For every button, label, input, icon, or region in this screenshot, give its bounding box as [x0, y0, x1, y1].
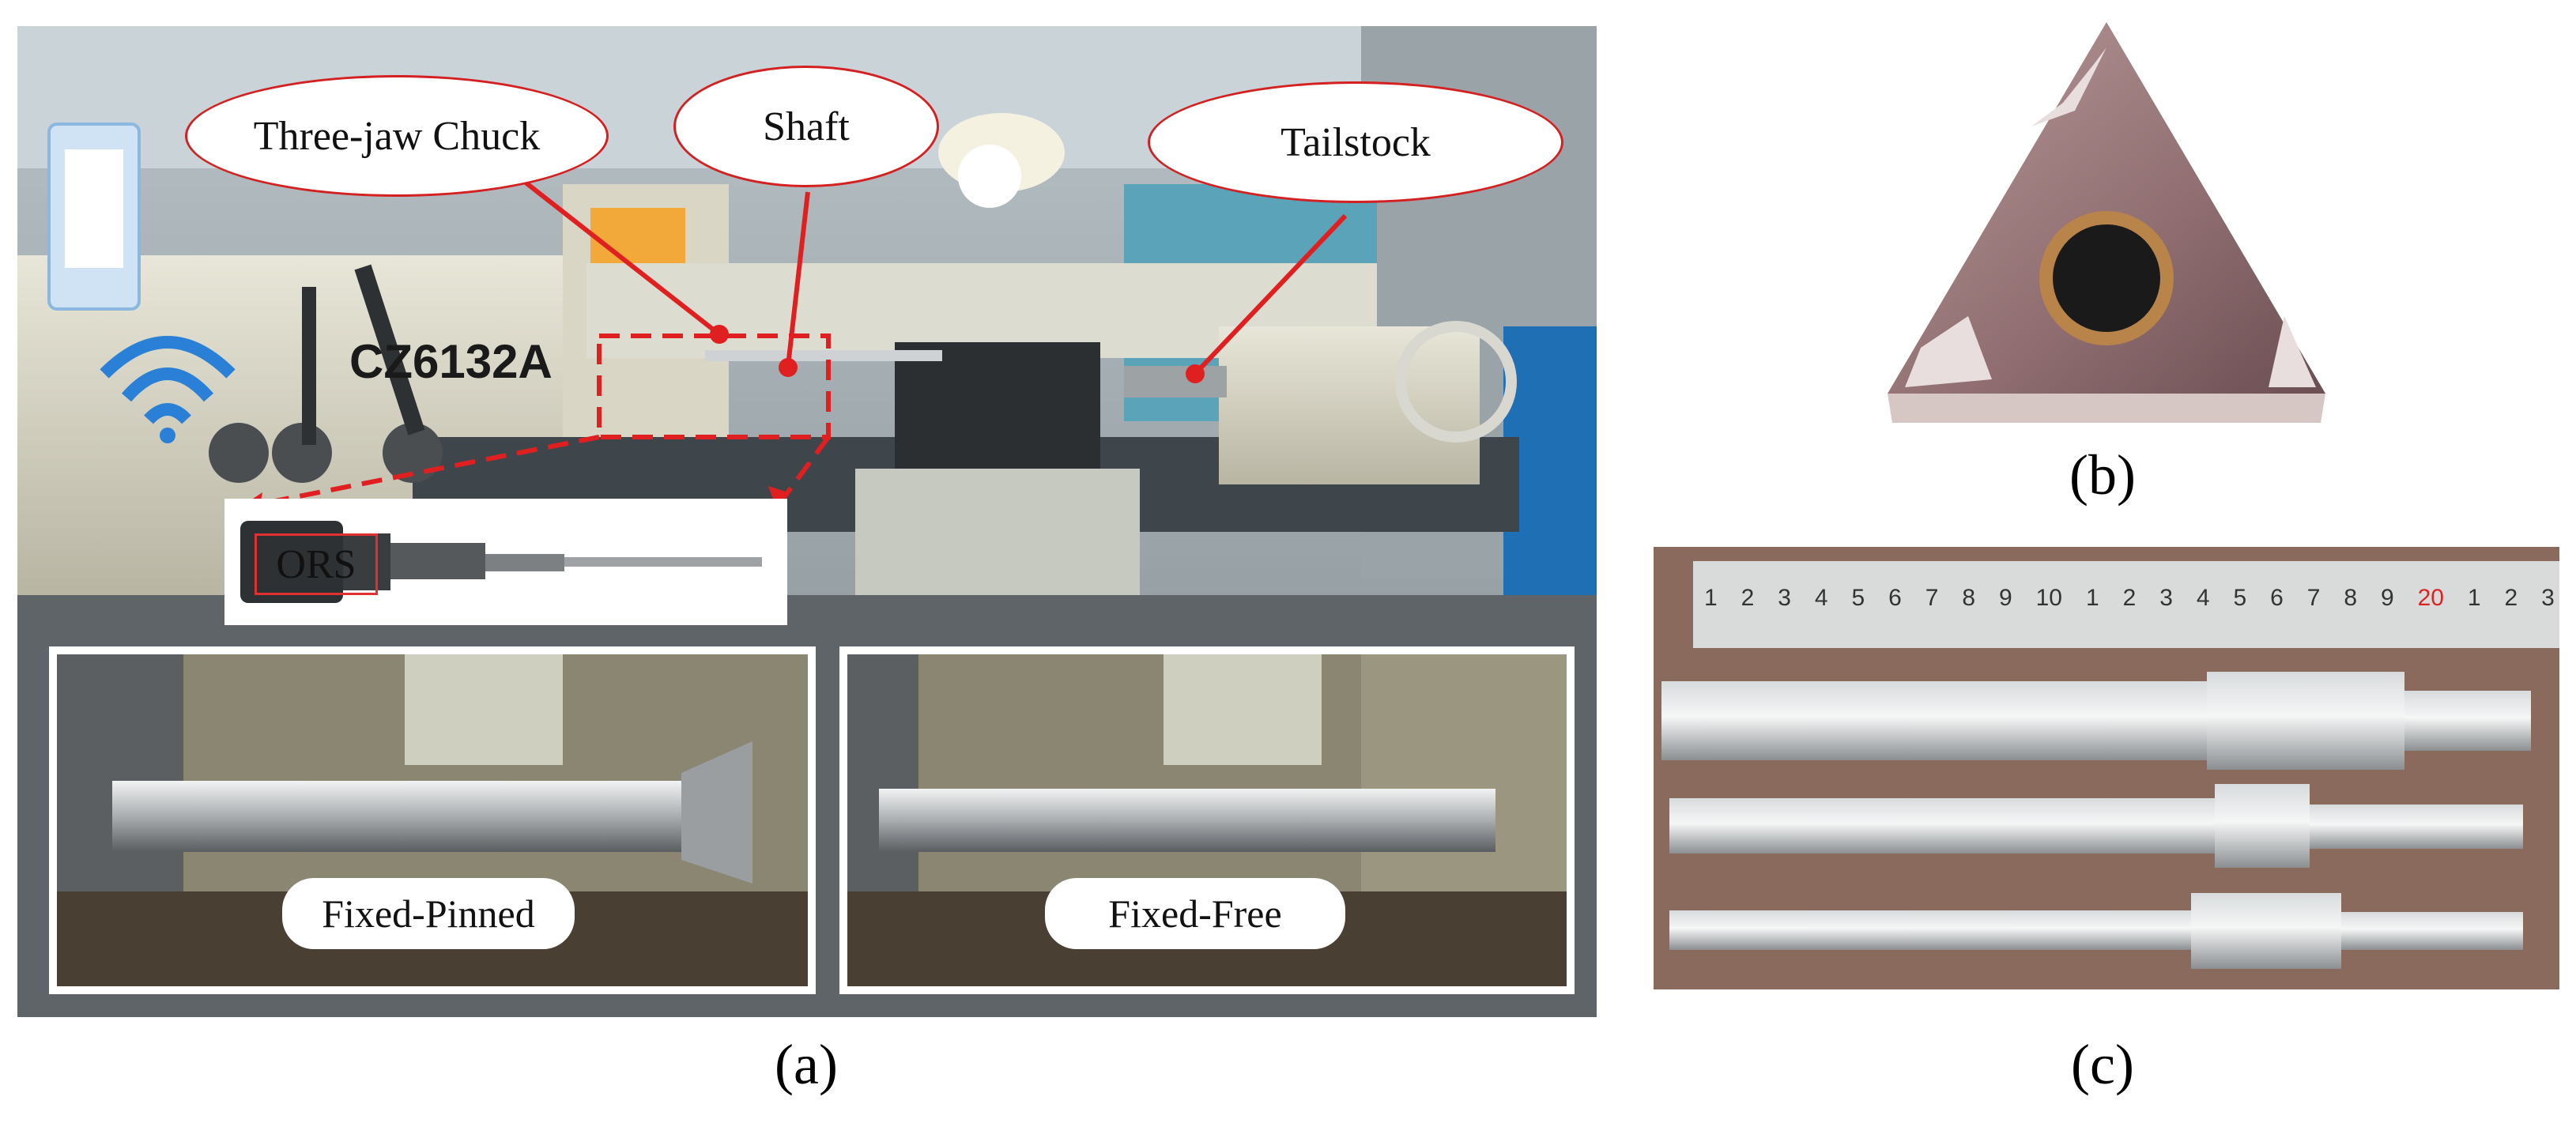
- ruler-number: 10: [2035, 585, 2062, 611]
- ruler-number: 8: [1962, 585, 1976, 611]
- ruler-number: 2: [2122, 585, 2137, 611]
- caption-c: (c): [2071, 1033, 2134, 1096]
- shaft-specimens-photo: 1 2 3 4 5 6 7 8 9 10 1 2 3 4 5 6 7 8 9 2…: [1654, 547, 2559, 989]
- callout-three-jaw-chuck: Three-jaw Chuck: [185, 75, 609, 197]
- ruler-number: 3: [1778, 585, 1791, 611]
- ruler-scale: 1 2 3 4 5 6 7 8 9 10 1 2 3 4 5 6 7 8 9 2…: [1704, 585, 2555, 612]
- triangular-insert: [1888, 22, 2325, 423]
- ruler-number: 4: [1814, 585, 1828, 611]
- shafts-scene: [1654, 547, 2559, 989]
- ruler-number: 5: [1851, 585, 1865, 611]
- label-fixed-free: Fixed-Free: [1045, 878, 1345, 949]
- caption-b: (b): [2069, 443, 2136, 507]
- ruler-number: 6: [1888, 585, 1902, 611]
- wifi-icon: [100, 336, 236, 443]
- inset-fixed-pinned: Fixed-Pinned: [49, 646, 816, 994]
- lathe-photo: CZ6132A Three-jaw Chuck Shaft Tailstock: [17, 26, 1597, 1017]
- caption-a: (a): [775, 1033, 838, 1096]
- ruler-number: 7: [2306, 585, 2321, 611]
- callout-tailstock: Tailstock: [1148, 81, 1563, 203]
- ruler-number: 2: [2504, 585, 2518, 611]
- ruler-number: 1: [2085, 585, 2099, 611]
- ors-sensor-zoom: ORS: [224, 499, 787, 625]
- tablet-icon: [47, 122, 141, 311]
- sensor-shaft-image: [240, 521, 762, 603]
- ruler-number: 4: [2196, 585, 2210, 611]
- ruler-number: 1: [2467, 585, 2481, 611]
- ruler-number: 3: [2159, 585, 2173, 611]
- ruler-number: 9: [2380, 585, 2394, 611]
- inset-fixed-free: Fixed-Free: [839, 646, 1575, 994]
- ors-label: ORS: [255, 533, 378, 595]
- ruler-number: 3: [2541, 585, 2555, 611]
- ruler-number: 6: [2270, 585, 2284, 611]
- annotation-lines: [238, 166, 1348, 514]
- ruler-number: 20: [2417, 585, 2444, 611]
- label-fixed-pinned: Fixed-Pinned: [282, 878, 575, 949]
- ruler-number: 9: [1999, 585, 2012, 611]
- ruler-number: 8: [2344, 585, 2357, 611]
- ruler-number: 7: [1925, 585, 1939, 611]
- ruler-number: 5: [2233, 585, 2247, 611]
- ruler-number: 2: [1741, 585, 1755, 611]
- cutting-insert-photo: [1873, 16, 2348, 431]
- callout-shaft: Shaft: [673, 66, 939, 187]
- ruler-number: 1: [1704, 585, 1718, 611]
- machine-model-plate: CZ6132A: [349, 335, 553, 388]
